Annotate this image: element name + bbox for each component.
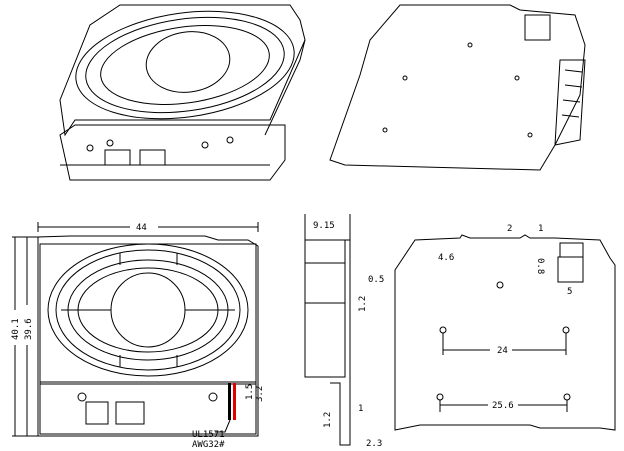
dim-height-inner: 39.6: [24, 318, 34, 340]
isometric-back-view: [329, 4, 586, 171]
wire-spec-gauge: AWG32#: [192, 440, 225, 450]
black-wire: [228, 383, 231, 420]
dim-pin-position: 1.2: [323, 412, 333, 428]
dim-notch: 2: [507, 224, 512, 234]
dim-hole-spacing-lower: 25.6: [492, 401, 514, 411]
dim-connector-offset: 0.8: [535, 258, 545, 274]
dim-width: 44: [136, 223, 147, 233]
dim-base: 2.3: [366, 439, 382, 449]
dim-wire-gap: 1.5: [245, 384, 255, 400]
red-wire: [233, 383, 236, 420]
side-view: 9.15 0.5 1.2 1 1.2 2.3: [304, 214, 384, 449]
dim-tab: 0.5: [368, 275, 384, 285]
dim-hole-spacing-upper: 24: [497, 346, 508, 356]
dim-tab-position: 1.2: [358, 296, 368, 312]
dim-pin: 1: [358, 404, 363, 414]
dim-thickness: 9.15: [313, 221, 335, 231]
dim-slot: 4.6: [438, 253, 454, 263]
dim-height-outer: 40.1: [11, 318, 21, 340]
dim-connector-width: 5: [567, 287, 572, 297]
back-view: 24 25.6 4.6 2 1 0.8 5: [394, 224, 616, 431]
dim-wire-width: 3.2: [255, 386, 265, 402]
isometric-front-view: [59, 4, 306, 181]
front-view: 44 40.1 39.6 1.5 3.2 UL1571 AWG32#: [11, 222, 265, 450]
wire-spec-type: UL1571: [192, 430, 225, 440]
dim-notch-width: 1: [538, 224, 543, 234]
